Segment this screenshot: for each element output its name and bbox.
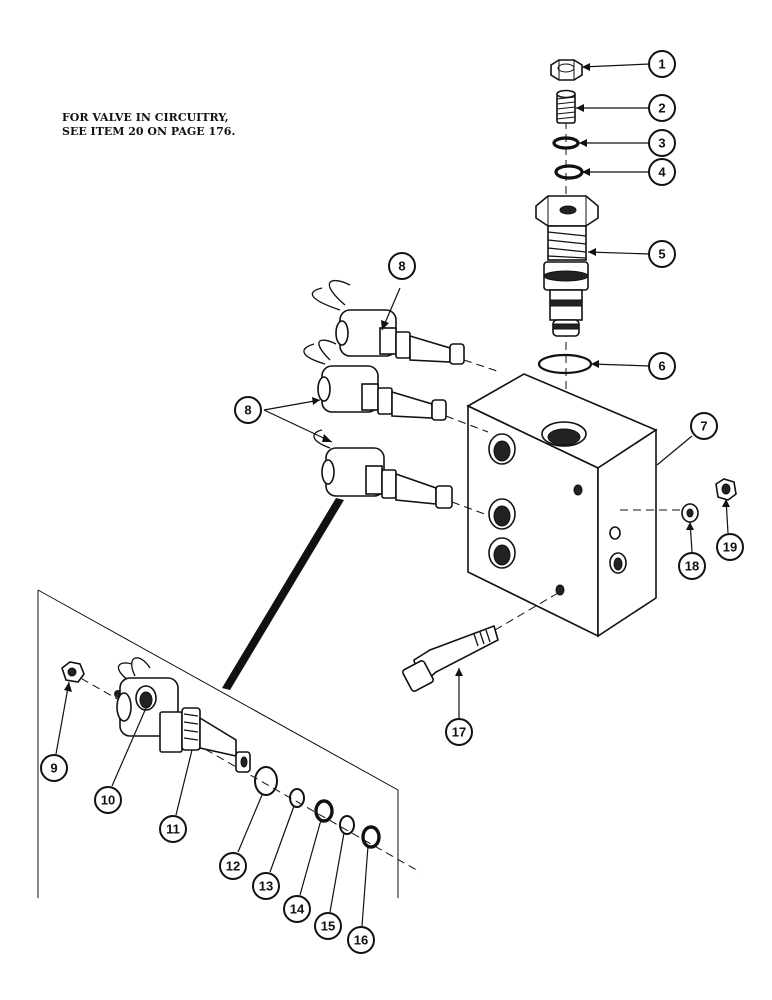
callout-3: 3: [648, 129, 676, 157]
svg-text:8: 8: [398, 259, 405, 274]
callout-19: 19: [716, 533, 744, 561]
svg-text:19: 19: [723, 540, 737, 555]
part-o-ring-14: [314, 799, 334, 823]
arrow-3: [579, 139, 587, 147]
svg-text:18: 18: [685, 559, 699, 574]
part-solenoid-valve-bottom: [313, 429, 491, 517]
callout-13: 13: [252, 872, 280, 900]
part-solenoid-cartridge: [159, 707, 251, 773]
leader-7: [656, 435, 693, 466]
svg-text:7: 7: [700, 419, 707, 434]
callout-14: 14: [283, 895, 311, 923]
arrow-8b: [312, 397, 320, 405]
part-nut-top: [550, 59, 583, 81]
part-solenoid-valve-top: [311, 279, 501, 373]
leader-16: [361, 845, 369, 927]
part-valve-body: [466, 373, 658, 638]
part-backup-ring-13: [289, 788, 305, 808]
svg-text:5: 5: [658, 247, 665, 262]
callout-2: 2: [648, 94, 676, 122]
note-line-2: SEE ITEM 20 ON PAGE 176.: [62, 125, 235, 138]
svg-text:8: 8: [244, 403, 251, 418]
detail-expansion-wedge: [222, 498, 344, 690]
callout-8-side: 8: [234, 396, 262, 424]
svg-text:9: 9: [50, 761, 57, 776]
leader-10: [111, 707, 147, 787]
svg-text:1: 1: [658, 57, 665, 72]
callout-16: 16: [347, 926, 375, 954]
arrow-18: [686, 522, 694, 530]
leader-8b: [263, 399, 321, 411]
part-nut-19: [715, 478, 737, 501]
callout-9: 9: [40, 754, 68, 782]
part-washer-18: [681, 503, 699, 523]
note-line-1: FOR VALVE IN CIRCUITRY,: [62, 111, 229, 124]
part-backup-ring-15: [339, 815, 355, 835]
part-bolt: [402, 624, 499, 692]
callout-6: 6: [648, 352, 676, 380]
part-o-ring-3: [552, 136, 580, 150]
leader-14: [299, 819, 322, 896]
arrow-8c: [322, 434, 332, 442]
bolt-centerline: [477, 592, 559, 641]
svg-text:10: 10: [101, 793, 115, 808]
callout-17: 17: [445, 718, 473, 746]
callout-15: 15: [314, 912, 342, 940]
svg-text:11: 11: [166, 822, 180, 837]
leader-13: [269, 805, 295, 873]
svg-text:16: 16: [354, 933, 368, 948]
callout-18: 18: [678, 552, 706, 580]
arrow-17: [455, 668, 463, 676]
svg-text:12: 12: [226, 859, 240, 874]
leader-11: [175, 749, 193, 816]
callout-8-top: 8: [388, 252, 416, 280]
leader-5: [587, 251, 651, 255]
callout-1: 1: [648, 50, 676, 78]
arrow-9: [64, 682, 72, 692]
part-solenoid-valve-middle: [303, 339, 489, 433]
callout-11: 11: [159, 815, 187, 843]
svg-text:2: 2: [658, 101, 665, 116]
svg-text:6: 6: [658, 359, 665, 374]
svg-text:17: 17: [452, 725, 466, 740]
svg-text:4: 4: [658, 165, 666, 180]
callout-10: 10: [94, 786, 122, 814]
arrow-2: [576, 104, 584, 112]
part-relief-cartridge: [535, 195, 599, 337]
callout-7: 7: [690, 412, 718, 440]
svg-text:3: 3: [658, 136, 665, 151]
part-o-ring-12: [254, 766, 278, 796]
callout-5: 5: [648, 240, 676, 268]
detail-panel-top-edge: [37, 589, 399, 898]
part-threaded-fitting: [556, 89, 576, 124]
svg-text:15: 15: [321, 919, 335, 934]
arrow-5: [588, 248, 596, 256]
callout-12: 12: [219, 852, 247, 880]
svg-text:13: 13: [259, 879, 273, 894]
arrow-19: [722, 499, 730, 507]
callout-4: 4: [648, 158, 676, 186]
leader-9: [55, 681, 70, 755]
arrow-6: [591, 360, 599, 368]
leader-12: [237, 794, 263, 853]
arrow-8a: [381, 320, 389, 330]
arrow-1: [582, 63, 590, 71]
part-o-ring-6: [537, 353, 593, 375]
part-o-ring-16: [361, 825, 381, 849]
part-nut-detail: [61, 661, 85, 683]
svg-text:14: 14: [290, 902, 305, 917]
leader-1: [581, 63, 651, 68]
leader-15: [329, 832, 345, 913]
arrow-4: [582, 168, 590, 176]
leader-8c: [263, 409, 333, 443]
leader-6: [590, 363, 651, 367]
part-washer-4: [554, 164, 584, 180]
